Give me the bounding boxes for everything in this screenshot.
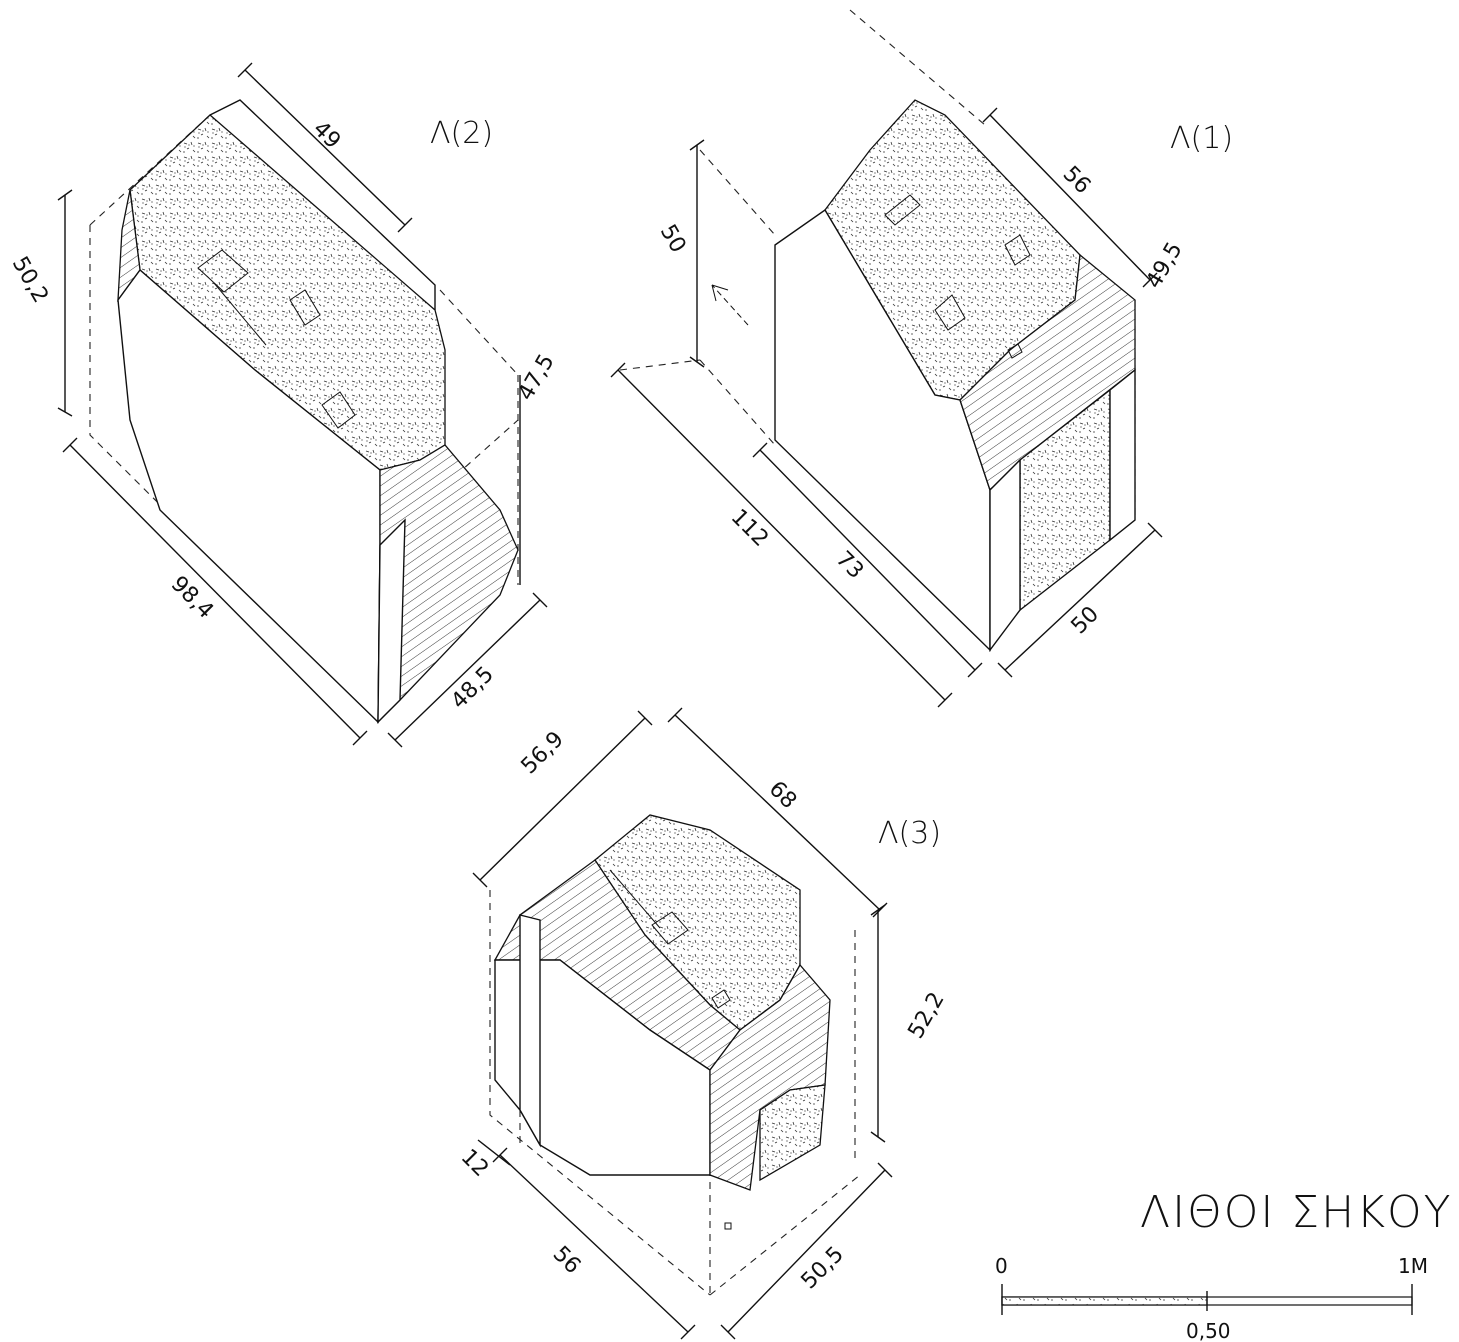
dim-s1-right: 49,5 bbox=[1142, 238, 1188, 293]
scale-mid-label: 0,50 bbox=[1186, 1319, 1231, 1342]
dim-s1-total: 112 bbox=[726, 505, 773, 552]
dim-s2-width: 48,5 bbox=[447, 662, 499, 714]
stone-2-dimensions bbox=[57, 62, 548, 748]
dim-s1-length: 73 bbox=[831, 547, 868, 584]
stone-1-dimensions bbox=[610, 107, 1163, 708]
label-stone-3: Λ(3) bbox=[878, 816, 941, 851]
scale-bar bbox=[1001, 1284, 1413, 1315]
dim-s2-length: 98,4 bbox=[166, 572, 218, 624]
dim-s3-bottom-right: 50,5 bbox=[797, 1242, 849, 1294]
dim-s2-top: 49 bbox=[308, 117, 345, 154]
dim-s1-height: 50 bbox=[655, 221, 691, 258]
dim-s3-bottom-left: 56 bbox=[548, 1242, 585, 1279]
scale-start-label: 0 bbox=[995, 1254, 1008, 1278]
dim-s2-height: 50,2 bbox=[7, 253, 53, 308]
label-stone-1: Λ(1) bbox=[1170, 121, 1233, 156]
dim-s3-height: 52,2 bbox=[904, 988, 950, 1043]
stone-1-drawing bbox=[619, 9, 1136, 653]
stone-3-dimensions bbox=[472, 707, 893, 1340]
label-stone-2: Λ(2) bbox=[430, 116, 493, 151]
dim-s3-top-left: 56,9 bbox=[517, 727, 569, 779]
stone-3-drawing bbox=[489, 814, 861, 1296]
scale-end-label: 1M bbox=[1398, 1254, 1428, 1278]
drawing-title: ΛΙΘΟΙ ΣΗΚΟΥ bbox=[1140, 1187, 1453, 1238]
dim-s3-top-right: 68 bbox=[764, 777, 801, 814]
dim-s3-small: 12 bbox=[456, 1145, 493, 1182]
dim-s1-top: 56 bbox=[1058, 162, 1095, 199]
stone-2-drawing bbox=[89, 99, 519, 724]
